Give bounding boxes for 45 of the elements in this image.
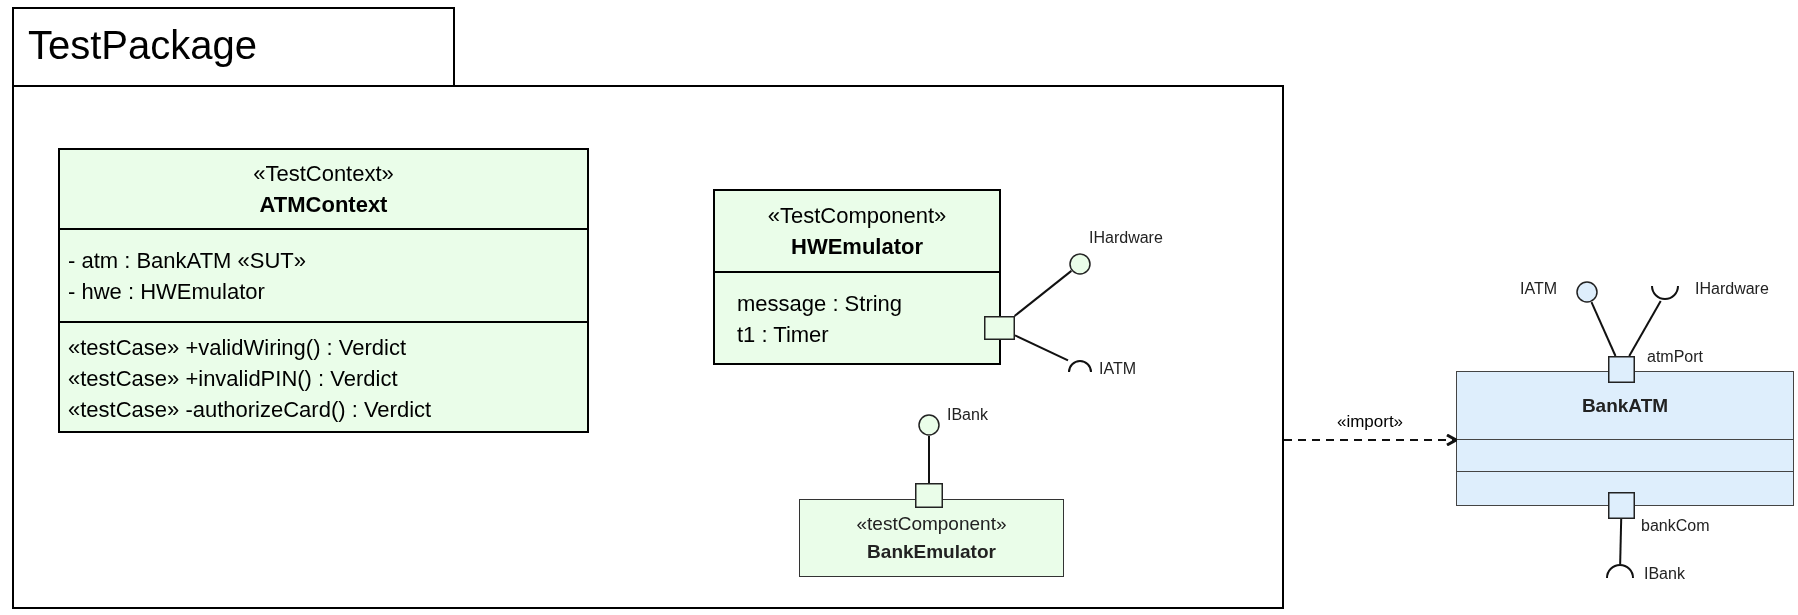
- interface-label: atmPort: [1647, 348, 1703, 366]
- attribute-text: message : String: [737, 290, 903, 318]
- attribute-text: - atm : BankATM «SUT»: [68, 246, 306, 275]
- package-name: TestPackage: [28, 22, 258, 69]
- operation-text: «testCase» +invalidPIN() : Verdict: [68, 364, 398, 393]
- class-box: [799, 499, 1064, 577]
- interface-label: bankCom: [1641, 517, 1710, 535]
- interface-label: IBank: [947, 406, 988, 424]
- class-name: BankEmulator: [867, 540, 996, 564]
- class-name: ATMContext: [259, 191, 388, 219]
- connector-line: [1628, 300, 1662, 357]
- package-frame: [12, 7, 1284, 609]
- attribute-text: t1 : Timer: [737, 321, 829, 349]
- port-square: [915, 483, 943, 508]
- class-box: [713, 189, 1001, 365]
- stereotype-label: «testComponent»: [856, 512, 1007, 536]
- connector-line: [1619, 518, 1623, 565]
- class-name: BankATM: [1581, 393, 1669, 418]
- required-interface-socket: [1068, 360, 1092, 372]
- port-square: [984, 316, 1015, 340]
- dependency-arrow: [1283, 433, 1458, 447]
- port-square: [1608, 492, 1635, 519]
- stereotype-label: «TestContext»: [253, 160, 394, 188]
- stereotype-label: «TestComponent»: [767, 202, 947, 230]
- interface-label: IBank: [1644, 565, 1685, 583]
- provided-interface-circle: [918, 414, 940, 436]
- connector-line: [1014, 334, 1069, 362]
- connector-line: [1590, 301, 1617, 357]
- port-square: [1608, 356, 1635, 383]
- required-interface-socket: [1606, 564, 1634, 578]
- required-interface-socket: [1651, 286, 1679, 301]
- attribute-text: - hwe : HWEmulator: [68, 277, 265, 306]
- connector-line: [928, 435, 930, 484]
- connector-line: [1013, 269, 1073, 317]
- interface-label: IHardware: [1695, 280, 1769, 298]
- class-name: HWEmulator: [791, 233, 923, 261]
- interface-label: IHardware: [1089, 229, 1163, 247]
- interface-label: IATM: [1099, 360, 1137, 378]
- provided-interface-circle: [1576, 281, 1598, 303]
- operation-text: «testCase» -authorizeCard() : Verdict: [68, 395, 432, 424]
- interface-label: IATM: [1520, 280, 1558, 298]
- operation-text: «testCase» +validWiring() : Verdict: [68, 333, 407, 362]
- provided-interface-circle: [1069, 253, 1091, 275]
- class-box: [1456, 371, 1794, 506]
- class-box: [58, 148, 589, 433]
